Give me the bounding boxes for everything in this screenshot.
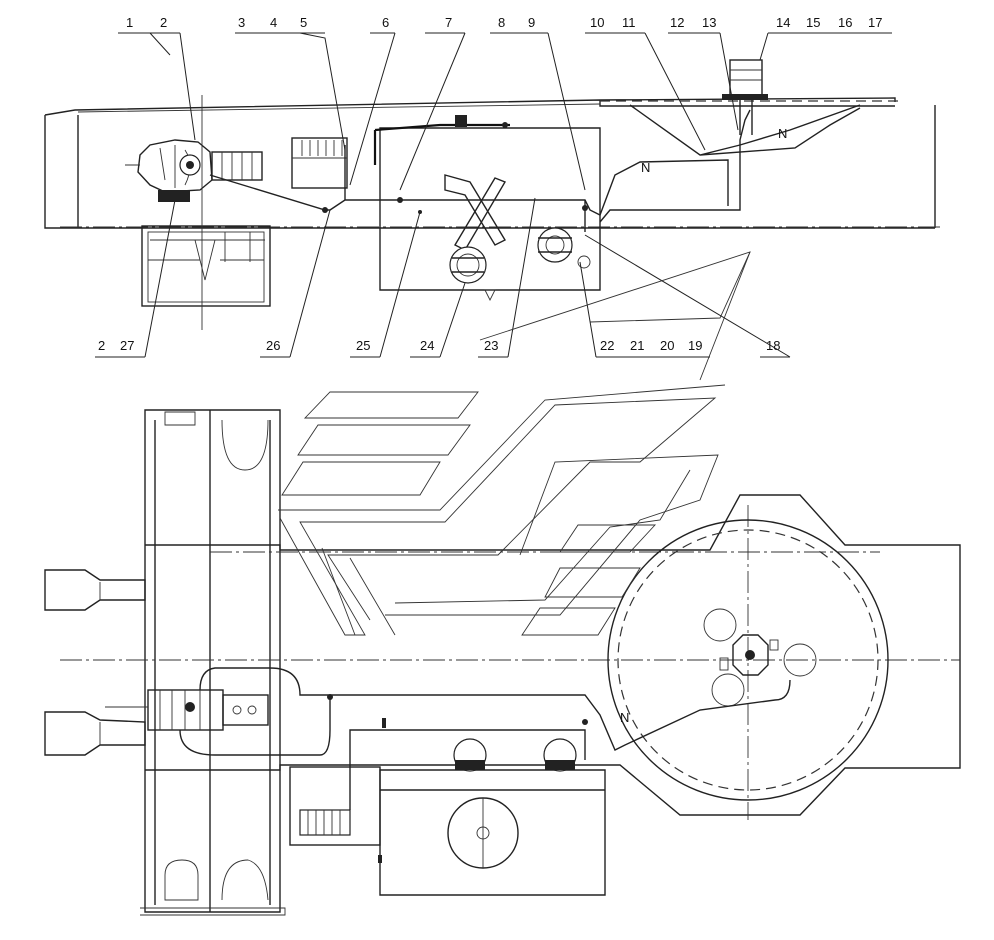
central-rotary-joint bbox=[719, 634, 779, 676]
slewing-motor bbox=[537, 227, 591, 269]
hydraulic-tank-outline bbox=[373, 115, 601, 291]
callout-label: 26 bbox=[266, 338, 280, 353]
callout-label: 4 bbox=[270, 15, 277, 30]
callout-label: 13 bbox=[702, 15, 716, 30]
callout-label: 20 bbox=[660, 338, 674, 353]
callout-label: 5 bbox=[300, 15, 307, 30]
pipe-mark-n: N bbox=[641, 160, 650, 175]
callout-label: 2 bbox=[98, 338, 105, 353]
middle-callout-labels: 2 27 26 25 24 23 22 21 20 19 18 bbox=[95, 197, 791, 358]
callout-label: 18 bbox=[766, 338, 780, 353]
pipe-mark-n: N bbox=[620, 710, 629, 725]
pipe-mark-n: N bbox=[778, 126, 787, 141]
callout-label: 8 bbox=[498, 15, 505, 30]
boom-top-edge bbox=[77, 103, 601, 113]
callout-label: 27 bbox=[120, 338, 134, 353]
turntable-pitch-circle bbox=[617, 529, 879, 791]
pump-plan-view bbox=[105, 689, 269, 731]
callout-label: 23 bbox=[484, 338, 498, 353]
callout-label: 24 bbox=[420, 338, 434, 353]
callout-label: 7 bbox=[445, 15, 452, 30]
boom-frame-outline bbox=[44, 97, 936, 229]
side-elevation-view: N N bbox=[44, 59, 940, 330]
callout-label: 9 bbox=[528, 15, 535, 30]
callout-label: 11 bbox=[622, 15, 636, 30]
plan-pressure-line bbox=[199, 667, 791, 751]
callout-label: 14 bbox=[776, 15, 790, 30]
control-valve-bank bbox=[289, 766, 381, 846]
upper-hose-route bbox=[629, 104, 861, 156]
cylinder-mount bbox=[722, 59, 768, 135]
callout-label: 19 bbox=[688, 338, 702, 353]
callout-label: 21 bbox=[630, 338, 644, 353]
plan-return-line bbox=[179, 695, 586, 810]
callout-label: 10 bbox=[590, 15, 604, 30]
callout-label: 16 bbox=[838, 15, 852, 30]
oil-cooler bbox=[291, 137, 348, 189]
frame-column bbox=[144, 409, 281, 913]
callout-label: 6 bbox=[382, 15, 389, 30]
counterweight-box bbox=[141, 225, 271, 307]
callout-label: 2 bbox=[160, 15, 167, 30]
hydraulic-tank-plan bbox=[378, 738, 606, 896]
callout-label: 22 bbox=[600, 338, 614, 353]
top-callout-labels: 1 2 3 4 5 6 7 8 9 10 11 12 13 14 15 16 1… bbox=[118, 15, 892, 191]
callout-label: 25 bbox=[356, 338, 370, 353]
callout-label: 3 bbox=[238, 15, 245, 30]
callout-label: 1 bbox=[126, 15, 133, 30]
plan-view: N bbox=[44, 251, 961, 916]
chevron-decal bbox=[278, 251, 751, 636]
callout-label: 17 bbox=[868, 15, 882, 30]
slewing-linkage bbox=[444, 174, 507, 302]
return-line bbox=[584, 109, 751, 232]
pressure-line bbox=[209, 145, 729, 216]
callout-label: 15 bbox=[806, 15, 820, 30]
main-pump-assembly bbox=[125, 95, 263, 330]
callout-label: 12 bbox=[670, 15, 684, 30]
chassis-outline bbox=[145, 494, 961, 816]
turntable-ring bbox=[607, 519, 889, 801]
